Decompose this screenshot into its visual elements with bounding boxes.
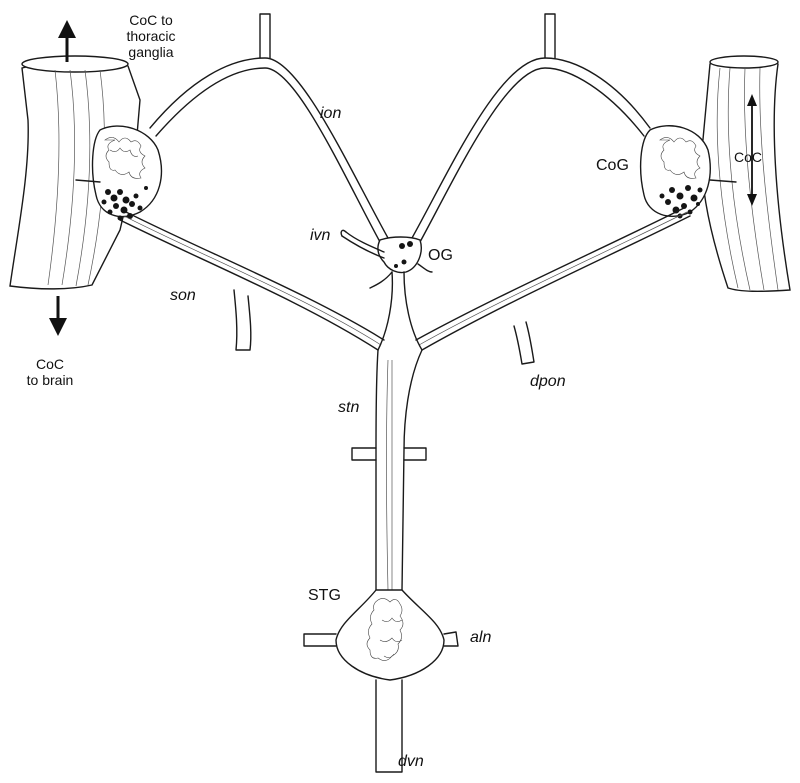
- label-stn: stn: [338, 399, 360, 416]
- label-dvn: dvn: [398, 753, 424, 770]
- label-coc-to-brain: CoC to brain: [26, 356, 74, 388]
- label-og: OG: [428, 247, 453, 264]
- label-son: son: [170, 287, 196, 304]
- label-ion: ion: [320, 105, 342, 122]
- label-cog: CoG: [596, 157, 629, 174]
- label-dpon: dpon: [530, 373, 566, 390]
- left-commissural-connective: [9, 55, 141, 290]
- arrow-up-icon: [58, 20, 76, 62]
- stomatogastric-ganglion: [303, 589, 459, 773]
- label-coc-right: CoC: [734, 149, 763, 165]
- label-ivn: ivn: [310, 227, 331, 244]
- right-commissural-ganglion: [639, 125, 737, 219]
- oesophageal-ganglion: [340, 229, 433, 289]
- son-nerves: [119, 207, 691, 365]
- label-aln: aln: [470, 629, 492, 646]
- arrow-down-icon: [49, 296, 67, 336]
- double-arrow-icon: [747, 94, 757, 206]
- label-stg: STG: [308, 587, 341, 604]
- ion-nerves: [149, 13, 651, 243]
- stomatogastric-nerve: [351, 271, 427, 591]
- label-coc-to-thoracic-ganglia: CoC to thoracic ganglia: [126, 12, 176, 60]
- right-commissural-connective: [701, 55, 791, 293]
- left-commissural-ganglion: [75, 125, 163, 221]
